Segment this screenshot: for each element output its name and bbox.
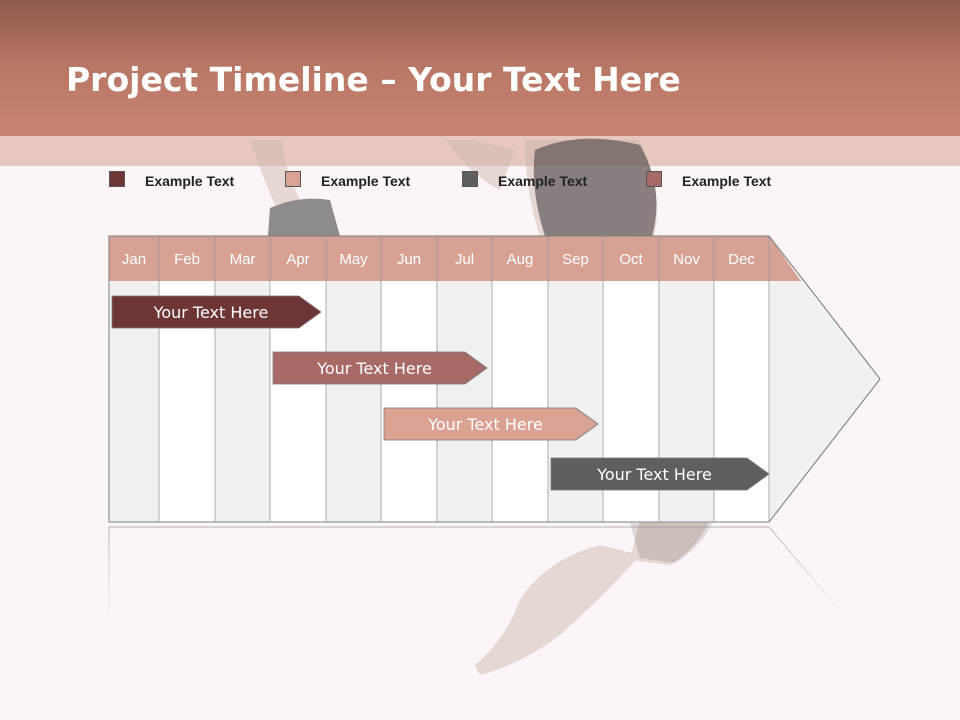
- legend-swatch-3: [462, 171, 478, 187]
- legend-swatch-2: [285, 171, 301, 187]
- task-arrow-2: [272, 351, 488, 385]
- header-banner: [0, 0, 960, 136]
- task-label-2: Your Text Here: [316, 359, 432, 378]
- timeline-arrow-outline: [108, 235, 881, 523]
- task-arrow-4: [550, 457, 770, 491]
- timeline-reflection: [108, 526, 849, 621]
- page-title: Project Timeline – Your Text Here: [66, 60, 681, 99]
- legend-label-3: Example Text: [498, 173, 588, 189]
- task-label-1: Your Text Here: [153, 303, 269, 322]
- month-label-jun: Jun: [397, 251, 421, 268]
- month-label-feb: Feb: [174, 251, 200, 268]
- legend-label-1: Example Text: [145, 173, 235, 189]
- legend-label-4: Example Text: [682, 173, 772, 189]
- header-band: [0, 136, 960, 166]
- task-arrow-1: [111, 295, 322, 329]
- month-label-nov: Nov: [673, 251, 700, 268]
- month-label-jan: Jan: [122, 251, 146, 268]
- month-column-may: [326, 281, 381, 522]
- task-label-3: Your Text Here: [427, 415, 543, 434]
- task-label-4: Your Text Here: [596, 465, 712, 484]
- month-label-oct: Oct: [619, 251, 643, 268]
- month-column-jul: [437, 281, 492, 522]
- title-rest: – Your Text Here: [368, 60, 681, 99]
- arrow-head-fill: [769, 281, 880, 522]
- title-bold: Project Timeline: [66, 60, 369, 99]
- task-arrow-3: [383, 407, 599, 441]
- legend-swatch-1: [109, 171, 125, 187]
- month-label-apr: Apr: [286, 251, 309, 268]
- month-label-mar: Mar: [230, 251, 256, 268]
- month-label-may: May: [339, 251, 368, 268]
- legend-label-2: Example Text: [321, 173, 411, 189]
- month-label-jul: Jul: [455, 251, 474, 268]
- month-label-sep: Sep: [562, 251, 589, 268]
- month-label-aug: Aug: [507, 251, 534, 268]
- month-header-band: [109, 236, 769, 281]
- month-label-dec: Dec: [728, 251, 755, 268]
- legend-swatch-4: [646, 171, 662, 187]
- month-header-arrow-tip: [769, 236, 801, 281]
